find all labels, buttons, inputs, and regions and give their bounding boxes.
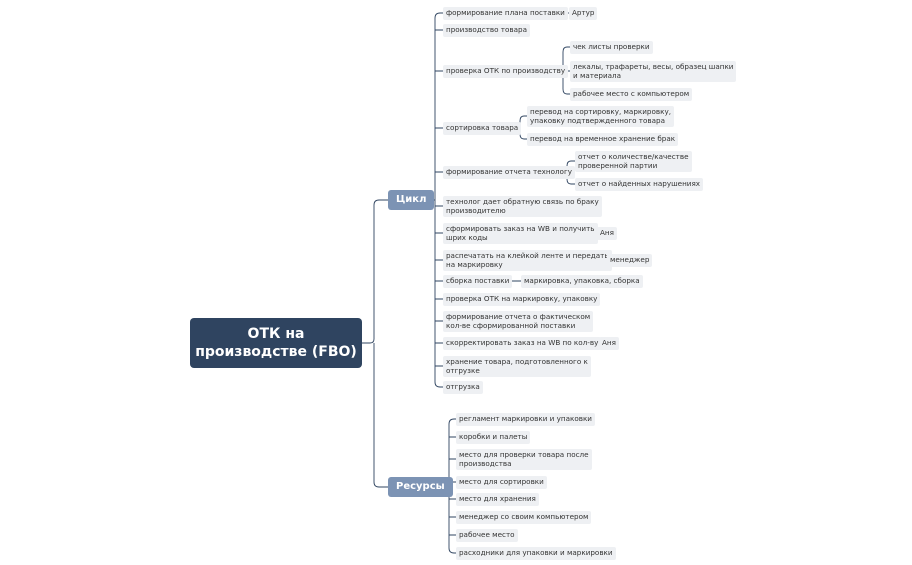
resource-sorting-place[interactable]: место для сортировки <box>456 476 547 489</box>
topic-print-labels[interactable]: распечатать на клейкой ленте и передать … <box>443 250 612 271</box>
topic-wb-correct[interactable]: скорректировать заказ на WB по кол-ву <box>443 337 602 350</box>
branch-cycle[interactable]: Цикл <box>388 190 435 210</box>
topic-quantity-report[interactable]: отчет о количестве/качестве проверенной … <box>575 151 692 172</box>
resource-workplace[interactable]: рабочее место <box>456 529 518 542</box>
topic-storage[interactable]: хранение товара, подготовленного к отгру… <box>443 356 591 377</box>
topic-templates[interactable]: лекалы, трафареты, весы, образец шапки и… <box>570 61 737 82</box>
topic-violations-report[interactable]: отчет о найденных нарушениях <box>575 178 704 191</box>
topic-sorting-transfer[interactable]: перевод на сортировку, маркировку, упако… <box>527 106 674 127</box>
branch-resources[interactable]: Ресурсы <box>388 477 453 497</box>
resource-consumables[interactable]: расходники для упаковки и маркировки <box>456 547 616 560</box>
resource-storage-place[interactable]: место для хранения <box>456 493 539 506</box>
topic-tech-feedback[interactable]: технолог дает обратную связь по браку пр… <box>443 196 602 217</box>
topic-qc-production[interactable]: проверка ОТК по производству <box>443 65 569 78</box>
root-topic[interactable]: ОТК на производстве (FBO) <box>190 318 362 368</box>
topic-tech-report[interactable]: формирование отчета технологу <box>443 166 575 179</box>
root-title-line1: ОТК на <box>247 326 305 342</box>
root-title-line2: производстве (FBO) <box>195 344 357 360</box>
topic-wb-order-owner[interactable]: Аня <box>597 227 617 240</box>
topic-defect-storage[interactable]: перевод на временное хранение брак <box>527 133 679 146</box>
topic-wb-correct-owner[interactable]: Аня <box>599 337 619 350</box>
topic-shipment[interactable]: отгрузка <box>443 381 483 394</box>
topic-sorting[interactable]: сортировка товара <box>443 122 522 135</box>
resource-manager[interactable]: менеджер со своим компьютером <box>456 511 592 524</box>
topic-plan[interactable]: формирование плана поставки <box>443 7 568 20</box>
resource-regulation[interactable]: регламент маркировки и упаковки <box>456 413 595 426</box>
topic-workstation[interactable]: рабочее место с компьютером <box>570 88 693 101</box>
resource-boxes[interactable]: коробки и палеты <box>456 431 531 444</box>
topic-wb-order[interactable]: сформировать заказ на WB и получить шрих… <box>443 223 598 244</box>
topic-checklists[interactable]: чек листы проверки <box>570 41 653 54</box>
topic-print-labels-owner[interactable]: менеджер <box>607 254 653 267</box>
topic-production[interactable]: производство товара <box>443 24 531 37</box>
topic-qc-packing[interactable]: проверка ОТК на маркировку, упаковку <box>443 293 601 306</box>
topic-assembly-detail[interactable]: маркировка, упаковка, сборка <box>521 275 643 288</box>
topic-actual-report[interactable]: формирование отчета о фактическом кол-ве… <box>443 311 594 332</box>
topic-assembly[interactable]: сборка поставки <box>443 275 513 288</box>
resource-check-place[interactable]: место для проверки товара после производ… <box>456 449 592 470</box>
topic-plan-owner[interactable]: Артур <box>569 7 598 20</box>
